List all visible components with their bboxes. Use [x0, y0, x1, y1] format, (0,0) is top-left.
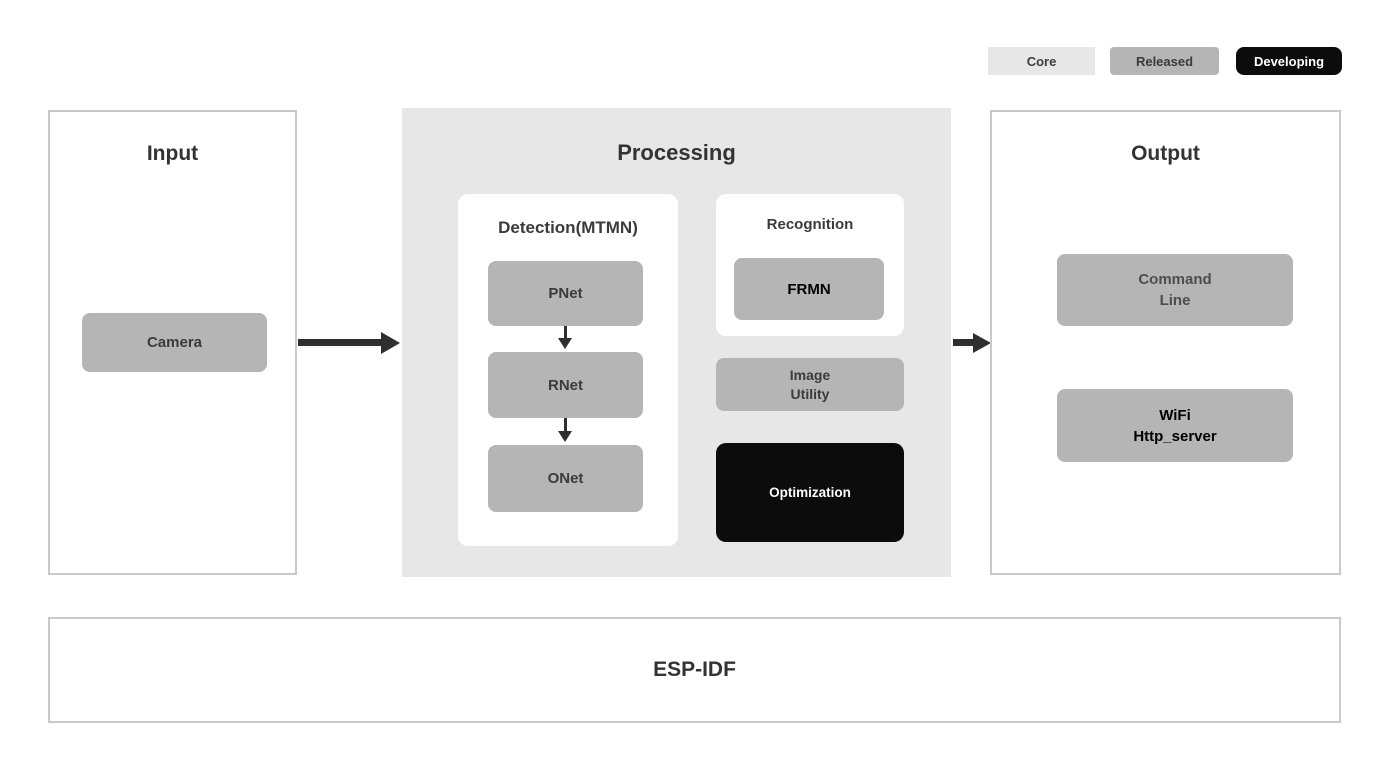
- command-line-node: Command Line: [1057, 254, 1293, 326]
- input-section: Input Camera: [48, 110, 297, 575]
- legend-item-core: Core: [988, 47, 1095, 75]
- esp-idf-section: ESP-IDF: [48, 617, 1341, 723]
- detection-panel: Detection(MTMN) PNet RNet ONet: [458, 194, 678, 546]
- wifi-node-line2: Http_server: [1133, 427, 1217, 445]
- rnet-to-onet-arrow: [564, 418, 567, 431]
- legend-released-label: Released: [1135, 53, 1194, 69]
- image-utility-line2: Utility: [790, 385, 830, 402]
- command-line-line1: Command: [1138, 271, 1212, 288]
- legend-developing-label: Developing: [1253, 53, 1325, 69]
- wifi-node-line1: WiFi: [1159, 406, 1191, 424]
- command-line-line2: Line: [1159, 292, 1191, 309]
- esp-idf-title: ESP-IDF: [653, 658, 736, 681]
- image-utility-node: Image Utility: [716, 358, 904, 411]
- processing-section: Processing Detection(MTMN) PNet RNet ONe…: [402, 108, 951, 577]
- rnet-to-onet-arrowhead-icon: [558, 431, 572, 442]
- legend-item-released: Released: [1110, 47, 1219, 75]
- onet-node: ONet: [488, 445, 643, 512]
- rnet-node-label: RNet: [547, 376, 583, 394]
- processing-to-output-arrow: [953, 339, 973, 346]
- processing-section-title: Processing: [617, 140, 736, 165]
- legend-item-developing: Developing: [1236, 47, 1342, 75]
- input-to-processing-arrow: [298, 339, 381, 346]
- wifi-http-server-node: WiFi Http_server: [1057, 389, 1293, 462]
- pnet-to-rnet-arrow: [564, 326, 567, 338]
- input-section-title: Input: [146, 142, 199, 165]
- optimization-node-label: Optimization: [769, 485, 851, 500]
- output-section: Output Command Line WiFi Http_server: [990, 110, 1341, 575]
- camera-node-label: Camera: [146, 334, 203, 351]
- recognition-panel-title: Recognition: [766, 216, 854, 233]
- optimization-node: Optimization: [716, 443, 904, 542]
- input-to-processing-arrowhead-icon: [381, 332, 400, 354]
- frmn-node: FRMN: [734, 258, 884, 320]
- pnet-node-label: PNet: [548, 285, 583, 302]
- processing-to-output-arrowhead-icon: [973, 333, 991, 353]
- image-utility-line1: Image: [789, 366, 831, 383]
- detection-panel-title: Detection(MTMN): [498, 218, 638, 237]
- pnet-node: PNet: [488, 261, 643, 326]
- camera-node: Camera: [82, 313, 267, 372]
- output-section-title: Output: [1131, 142, 1200, 165]
- pnet-to-rnet-arrowhead-icon: [558, 338, 572, 349]
- legend-core-label: Core: [1026, 53, 1057, 69]
- recognition-panel: Recognition FRMN: [716, 194, 904, 336]
- onet-node-label: ONet: [547, 470, 584, 487]
- rnet-node: RNet: [488, 352, 643, 418]
- frmn-node-label: FRMN: [787, 280, 831, 298]
